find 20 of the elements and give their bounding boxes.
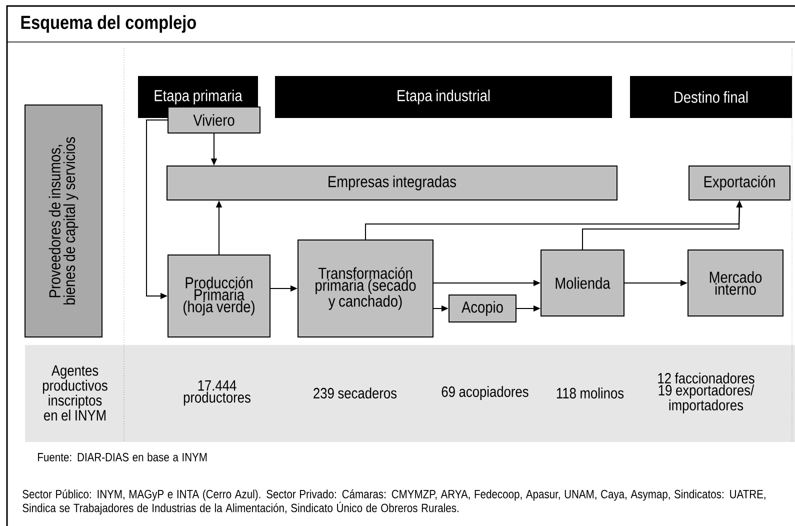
table-cell: 239 secaderos — [314, 388, 397, 398]
table-cell: 69 acopiadores — [442, 386, 528, 400]
table-cell: 17.444 productores — [184, 380, 250, 406]
process-box: Transformación primaria (secado y canchado) — [298, 240, 434, 338]
process-box: Molienda — [540, 250, 624, 316]
process-box: Mercado interno — [688, 250, 784, 316]
table-cell: 12 faccionadores 19 exportadores/ importadores — [658, 372, 754, 414]
process-box: Empresas integradas — [166, 166, 618, 200]
title: Esquema del complejo — [21, 15, 196, 33]
table-cell: Agentes productivos inscriptos en el INYM — [42, 365, 108, 421]
process-box: Producción Primaria (hoja verde) — [168, 254, 270, 338]
stage-header: Etapa industrial — [275, 76, 612, 118]
supplier-box: Proveedores de insumos, bienes de capital y servicios — [24, 104, 102, 338]
footnote: Sector Público: INYM, MAGyP e INTA (Cerro Azul). Sector Privado: Cámaras: CMYMZP, ARYA, Fedecoop, Apasur, UNAM, Caya, Asymap, Sindicatos: UATRE, Sindica se Trabajadores de Industrias de la Alimentación, Sindicato Único de Obreros Rurales. — [22, 489, 766, 515]
process-box: Viviero — [168, 106, 260, 134]
process-box: Acopio — [448, 294, 516, 322]
table-cell: 118 molinos — [556, 388, 624, 398]
stage-header: Destino final — [630, 76, 792, 118]
source-note: Fuente: DIAR-DIAS en base a INYM — [38, 452, 207, 462]
process-box: Exportación — [688, 166, 790, 200]
